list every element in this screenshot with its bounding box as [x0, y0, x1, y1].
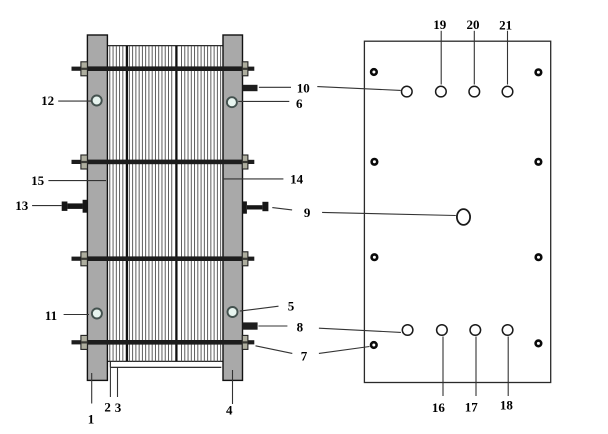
svg-text:5: 5 [288, 298, 295, 313]
svg-text:4: 4 [226, 402, 233, 417]
svg-text:3: 3 [115, 400, 122, 415]
svg-text:12: 12 [41, 93, 54, 108]
svg-text:9: 9 [304, 205, 311, 220]
svg-text:7: 7 [301, 348, 308, 363]
svg-text:1: 1 [88, 411, 95, 426]
svg-text:17: 17 [465, 399, 479, 414]
svg-text:11: 11 [45, 308, 57, 323]
svg-text:20: 20 [467, 17, 480, 32]
svg-text:10: 10 [297, 81, 310, 96]
svg-text:8: 8 [297, 320, 304, 335]
svg-text:2: 2 [104, 399, 111, 414]
svg-text:19: 19 [433, 17, 447, 32]
svg-text:21: 21 [499, 18, 512, 33]
svg-text:16: 16 [432, 400, 446, 415]
svg-text:6: 6 [296, 96, 303, 111]
svg-text:18: 18 [500, 398, 514, 413]
svg-text:13: 13 [15, 198, 29, 213]
svg-text:14: 14 [290, 172, 304, 187]
svg-text:15: 15 [31, 173, 45, 188]
